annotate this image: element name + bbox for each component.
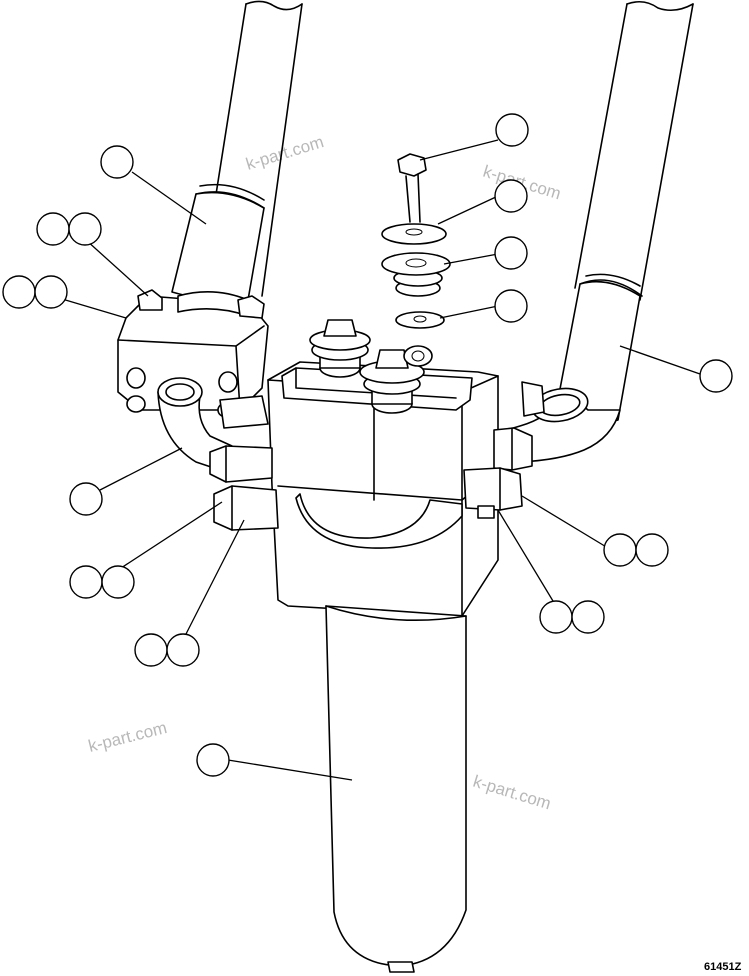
watermark-4: k-part.com: [471, 772, 553, 814]
callout-flange-bolt: [36, 212, 102, 246]
watermark-1: k-part.com: [244, 132, 326, 174]
fitting-left-upper: [209, 445, 273, 483]
fitting-right-lower: [463, 467, 523, 519]
filter-canister: [325, 605, 467, 973]
callout-hose-right: [699, 359, 733, 393]
callout-hose-left: [100, 145, 134, 179]
callout-bolt-top: [495, 113, 529, 147]
mount-stack-rear: [309, 319, 371, 378]
callout-filter-element: [196, 743, 230, 777]
exploded-washer-top: [381, 223, 447, 245]
callout-washer-top: [494, 179, 528, 213]
leader-lines: [51, 139, 701, 781]
callout-oring-right: [539, 600, 605, 634]
callout-elbow-tube: [69, 482, 103, 516]
lift-eye: [403, 345, 433, 367]
callout-fitting-left: [69, 565, 135, 599]
fitting-left-lower: [213, 485, 279, 531]
callout-split-flange: [2, 275, 68, 309]
callout-fitting-right: [603, 533, 669, 567]
fitting-right-upper: [493, 427, 533, 471]
mount-stack-front: [359, 349, 425, 414]
exploded-cushion: [381, 252, 451, 297]
callout-oring-left: [134, 633, 200, 667]
exploded-washer-lower: [395, 311, 445, 329]
callout-washer-lower: [494, 289, 528, 323]
figure-number: 61451Z: [704, 961, 742, 973]
exploded-bolt: [397, 153, 427, 223]
callout-mount-cushion: [494, 236, 528, 270]
hose-left: [171, 0, 303, 302]
watermark-3: k-part.com: [86, 718, 169, 756]
hose-right: [555, 0, 694, 424]
